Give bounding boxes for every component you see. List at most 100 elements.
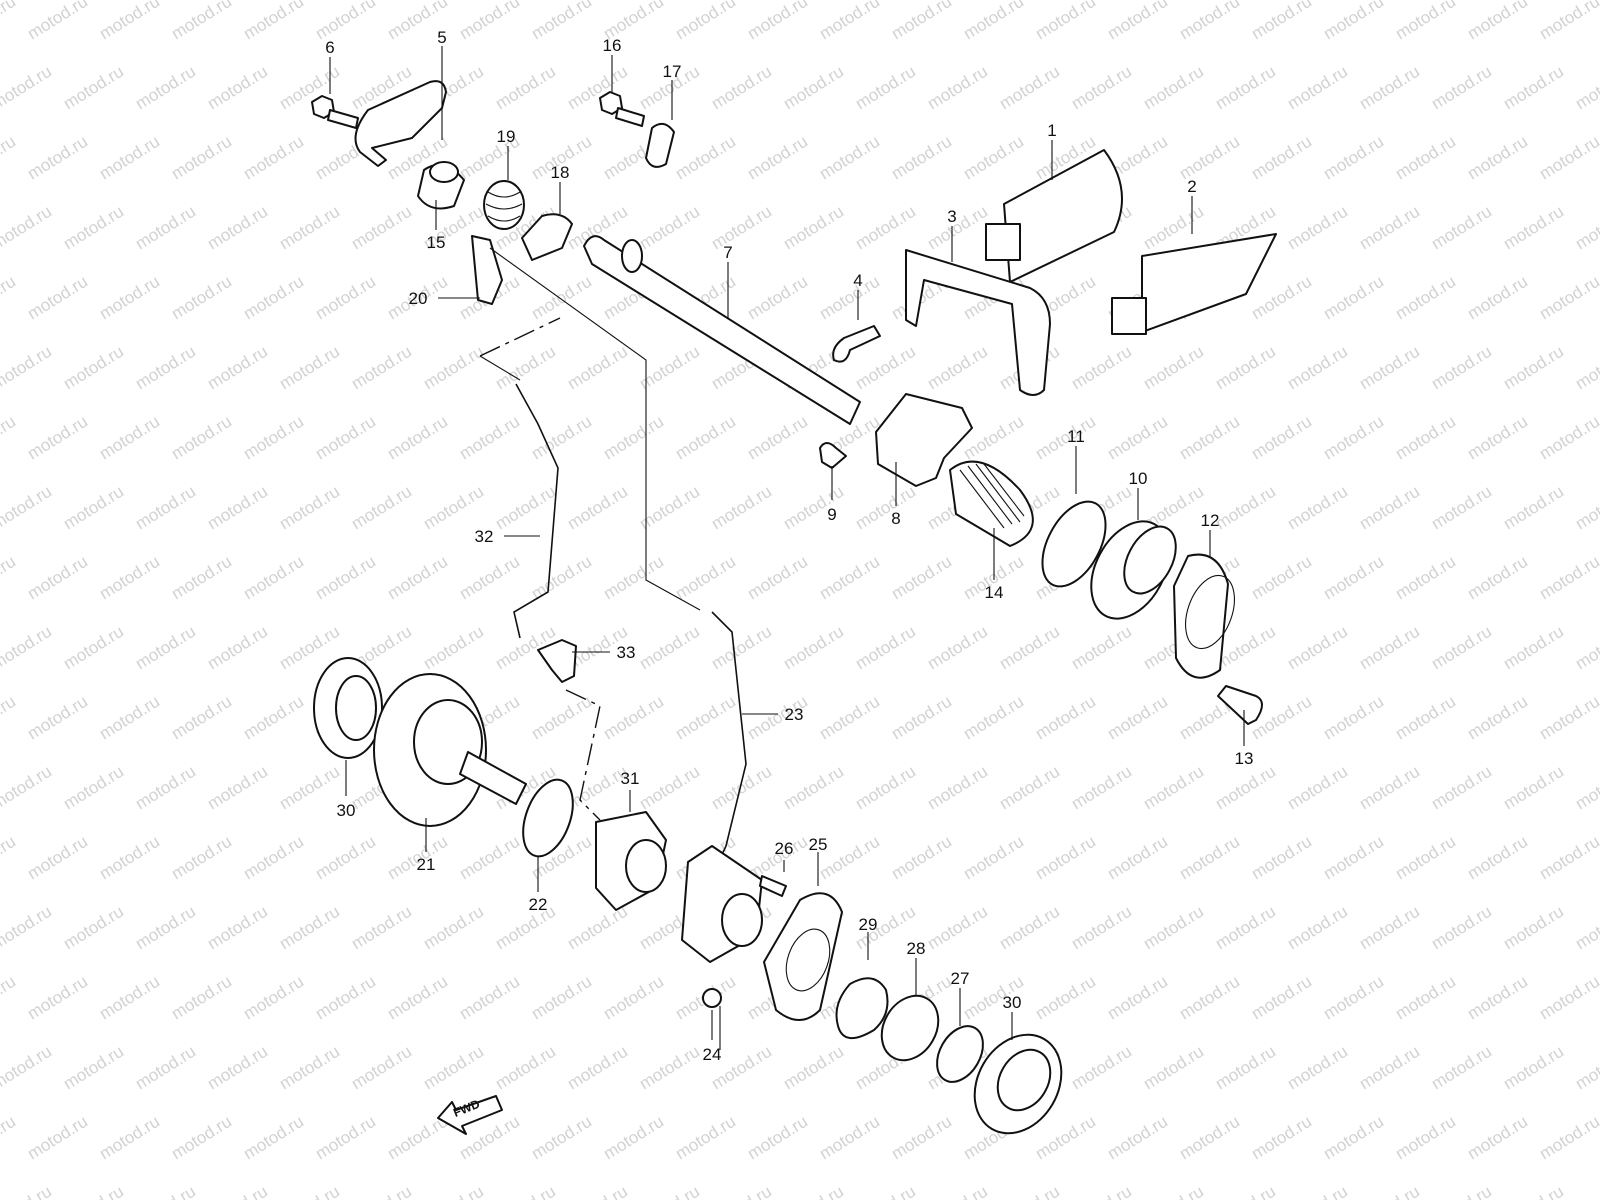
watermark-text: motod.ru	[708, 62, 775, 114]
watermark-text: motod.ru	[1500, 902, 1567, 954]
watermark-text: motod.ru	[276, 1042, 343, 1094]
label-2: 2	[1187, 177, 1196, 196]
label-27: 27	[951, 969, 970, 988]
fork-1	[985, 149, 1123, 283]
watermark-text: motod.ru	[1104, 832, 1171, 884]
watermark-text: motod.ru	[204, 342, 271, 394]
watermark-text: motod.ru	[780, 1042, 847, 1094]
watermark-text: motod.ru	[240, 832, 307, 884]
watermark-text: motod.ru	[708, 622, 775, 674]
watermark-text: motod.ru	[456, 0, 523, 43]
watermark-text: motod.ru	[0, 342, 55, 394]
plate-18	[521, 213, 573, 261]
bolt-4	[832, 325, 881, 363]
watermark-text: motod.ru	[60, 482, 127, 534]
watermark-text: motod.ru	[600, 1112, 667, 1164]
watermark-text: motod.ru	[1464, 552, 1531, 604]
watermark-text: motod.ru	[1104, 972, 1171, 1024]
circlip-27	[936, 1025, 984, 1083]
watermark-text: motod.ru	[1428, 202, 1495, 254]
watermark-text: motod.ru	[744, 412, 811, 464]
watermark-text: motod.ru	[312, 972, 379, 1024]
watermark-text: motod.ru	[96, 0, 163, 43]
watermark-text: motod.ru	[1176, 0, 1243, 43]
bolt-13	[1217, 685, 1263, 725]
watermark-text: motod.ru	[1572, 762, 1600, 814]
watermark-text: motod.ru	[168, 832, 235, 884]
watermark-text: motod.ru	[24, 412, 91, 464]
watermark-text: motod.ru	[852, 1182, 919, 1200]
watermark-text: motod.ru	[420, 622, 487, 674]
watermark-text: motod.ru	[744, 0, 811, 43]
spring-14	[949, 460, 1034, 547]
watermark-text: motod.ru	[1068, 762, 1135, 814]
pin-20	[471, 235, 503, 305]
watermark-text: motod.ru	[1500, 762, 1567, 814]
cap-10	[1090, 520, 1177, 620]
watermark-text: motod.ru	[168, 132, 235, 184]
watermark-text: motod.ru	[1536, 552, 1600, 604]
watermark-text: motod.ru	[384, 552, 451, 604]
watermark-text: motod.ru	[0, 692, 19, 744]
watermark-text: motod.ru	[456, 552, 523, 604]
part-numbers: 6 5 16 17 19 18 15 20 7 1 2 3 4 9 8 11 1…	[325, 28, 1253, 1120]
watermark-text: motod.ru	[312, 832, 379, 884]
watermark-text: motod.ru	[1500, 622, 1567, 674]
label-13: 13	[1235, 749, 1254, 768]
watermark-text: motod.ru	[348, 342, 415, 394]
watermark-text: motod.ru	[744, 1112, 811, 1164]
watermark-text: motod.ru	[1356, 762, 1423, 814]
watermark-text: motod.ru	[996, 62, 1063, 114]
arm-8	[875, 393, 973, 487]
label-33: 33	[617, 643, 636, 662]
watermark-text: motod.ru	[996, 902, 1063, 954]
label-4: 4	[853, 271, 862, 290]
watermark-text: motod.ru	[564, 902, 631, 954]
watermark-text: motod.ru	[132, 342, 199, 394]
watermark-text: motod.ru	[1068, 1042, 1135, 1094]
watermark-text: motod.ru	[0, 1042, 55, 1094]
watermark-text: motod.ru	[276, 1182, 343, 1200]
label-16: 16	[603, 36, 622, 55]
watermark-text: motod.ru	[24, 692, 91, 744]
watermark-text: motod.ru	[0, 762, 55, 814]
watermark-text: motod.ru	[1248, 412, 1315, 464]
watermark-text: motod.ru	[132, 902, 199, 954]
holder-23	[681, 845, 763, 963]
watermark-text: motod.ru	[168, 1112, 235, 1164]
watermark-text: motod.ru	[1392, 692, 1459, 744]
watermark-text: motod.ru	[1176, 832, 1243, 884]
watermark-text: motod.ru	[1068, 62, 1135, 114]
watermark-text: motod.ru	[204, 482, 271, 534]
watermark-text: motod.ru	[1464, 1112, 1531, 1164]
watermark-text: motod.ru	[1536, 692, 1600, 744]
watermark-text: motod.ru	[528, 0, 595, 43]
watermark-text: motod.ru	[1104, 692, 1171, 744]
watermark-text: motod.ru	[1284, 202, 1351, 254]
watermark-text: motod.ru	[1104, 412, 1171, 464]
watermark-text: motod.ru	[1464, 692, 1531, 744]
watermark-text: motod.ru	[708, 762, 775, 814]
bearing-22	[522, 778, 574, 858]
watermark-text: motod.ru	[960, 692, 1027, 744]
watermark-text: motod.ru	[1572, 202, 1600, 254]
watermark-text: motod.ru	[348, 1182, 415, 1200]
watermark-text: motod.ru	[1392, 412, 1459, 464]
watermark-text: motod.ru	[1248, 0, 1315, 43]
watermark-text: motod.ru	[1248, 552, 1315, 604]
watermark-text: motod.ru	[0, 412, 19, 464]
watermark-text: motod.ru	[1356, 202, 1423, 254]
watermark-text: motod.ru	[708, 202, 775, 254]
watermark-text: motod.ru	[1572, 902, 1600, 954]
leader-lines	[329, 46, 1245, 1040]
watermark-text: motod.ru	[816, 1112, 883, 1164]
watermark-text: motod.ru	[1392, 832, 1459, 884]
label-19: 19	[497, 127, 516, 146]
watermark-text: motod.ru	[312, 412, 379, 464]
watermark-text: motod.ru	[384, 972, 451, 1024]
watermark-text: motod.ru	[348, 202, 415, 254]
watermark-text: motod.ru	[1284, 622, 1351, 674]
label-24: 24	[703, 1045, 722, 1064]
watermark-text: motod.ru	[1284, 342, 1351, 394]
shaft-7	[583, 235, 861, 425]
